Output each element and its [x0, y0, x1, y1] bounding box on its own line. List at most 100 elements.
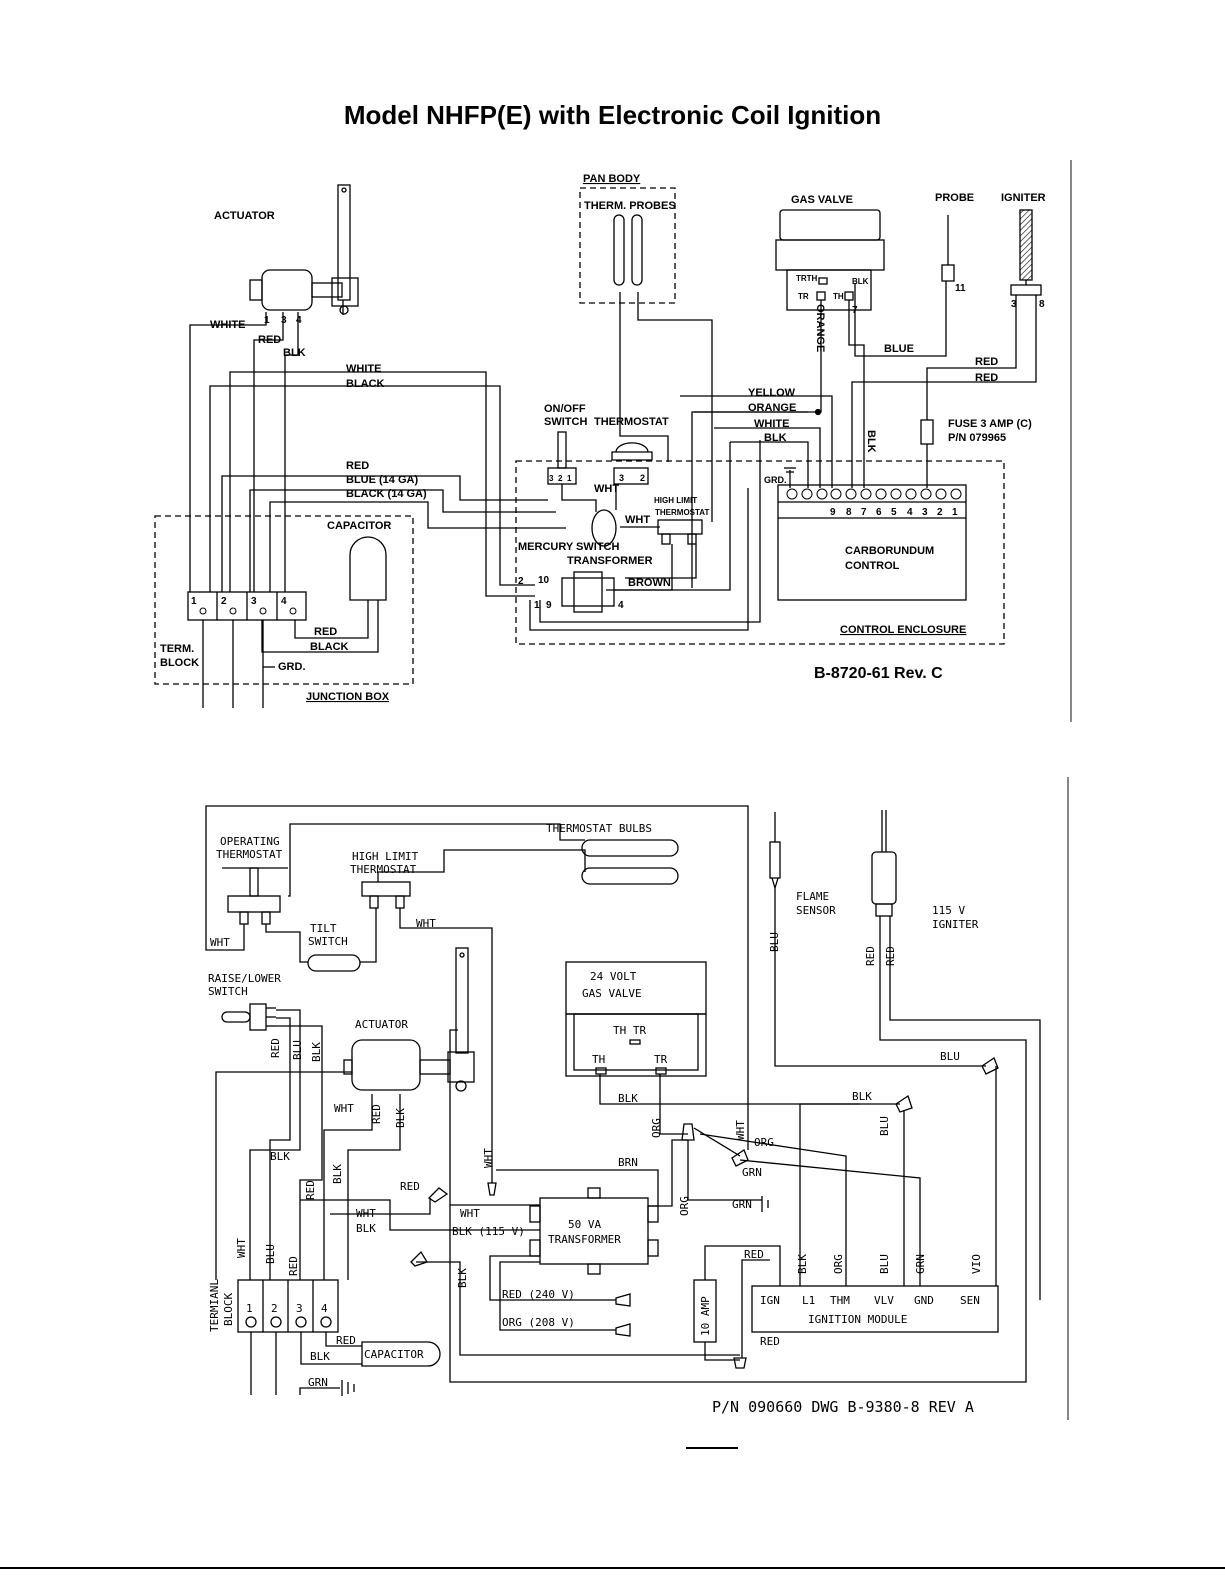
tb2-4: 4	[321, 1302, 328, 1315]
pin-probe-11: 11	[955, 283, 966, 294]
label-control-enclosure: CONTROL ENCLOSURE	[840, 624, 966, 636]
flame-sensor	[769, 812, 781, 891]
label-10-amp: 10 AMP	[699, 1296, 712, 1336]
wire-red-a: RED	[258, 334, 281, 346]
transformer-1	[561, 577, 615, 607]
w2-wht-a: WHT	[210, 936, 230, 949]
ctl-pin-3: 3	[922, 507, 928, 518]
w2-wht-v: WHT	[235, 1238, 248, 1258]
label-actuator-2: ACTUATOR	[355, 1018, 408, 1031]
w2-wht-v3: WHT	[734, 1120, 747, 1140]
pin-ign-8: 8	[1039, 299, 1045, 310]
label-pan-body: PAN BODY	[583, 173, 641, 185]
label-capacitor-2: CAPACITOR	[364, 1348, 424, 1361]
label-on-off-2: SWITCH	[544, 416, 587, 428]
operating-thermostat	[222, 867, 288, 925]
therm-probes-drawing	[613, 214, 643, 286]
pin-tr-1: 1	[534, 600, 540, 611]
w2-org-a: ORG	[754, 1136, 774, 1149]
mod-l1: L1	[802, 1294, 815, 1307]
label-raise-b: SWITCH	[208, 985, 248, 998]
w2-blu-v1: BLU	[291, 1040, 304, 1060]
pin-act-4: 4	[296, 315, 302, 326]
thermostat-bulbs	[581, 839, 679, 885]
w2-blk-v4: BLK	[456, 1268, 469, 1288]
wire-red-d: RED	[975, 356, 998, 368]
actuator-2	[343, 947, 475, 1092]
wire-orange-v: ORANGE	[814, 304, 826, 352]
w2-blu-v2: BLU	[264, 1244, 277, 1264]
label-gv-b: GAS VALVE	[582, 987, 642, 1000]
label-gv-thtr: TH TR	[613, 1024, 646, 1037]
label-transformer-2a: 50 VA	[568, 1218, 601, 1231]
w2-blk-c: BLK	[618, 1092, 638, 1105]
label-flame-a: FLAME	[796, 890, 829, 903]
wire-blk-e: BLK	[764, 432, 787, 444]
transformer-2	[529, 1187, 659, 1275]
label-capacitor-1: CAPACITOR	[327, 520, 391, 532]
tb2-3: 3	[296, 1302, 303, 1315]
w2-wht-b: WHT	[416, 917, 436, 930]
label-mercury-switch: MERCURY SWITCH	[518, 541, 620, 553]
label-gv-tr: TR	[654, 1053, 668, 1066]
mod-ign: IGN	[760, 1294, 780, 1307]
wire-blue-d: BLUE	[884, 343, 914, 355]
w2-red-cap: RED	[336, 1334, 356, 1347]
label-tilt-a: TILT	[310, 922, 337, 935]
w2-vio-v: VIO	[970, 1254, 983, 1274]
w2-blk-e: BLK	[310, 1350, 330, 1363]
tb2-2: 2	[271, 1302, 278, 1315]
label-gv-th: TH	[833, 292, 844, 301]
gas-valve-body	[775, 209, 885, 311]
mod-gnd: GND	[914, 1294, 934, 1307]
w2-grn-b: GRN	[732, 1198, 752, 1211]
w2-red240: RED (240 V)	[502, 1288, 575, 1301]
probe-body	[941, 215, 955, 282]
w2-blk-v2: BLK	[394, 1108, 407, 1128]
w2-blu-v4: BLU	[878, 1116, 891, 1136]
w2-blk-b: BLK	[356, 1222, 376, 1235]
mod-thm: THM	[830, 1294, 850, 1307]
label-gv-blk: BLK	[852, 277, 869, 286]
bottom-rule	[0, 1567, 1225, 1569]
label-term-block-a: TERM.	[160, 643, 194, 655]
raise-lower-switch	[221, 1003, 276, 1031]
label-igniter-2a: 115 V	[932, 904, 965, 917]
pin-onoff-1: 1	[567, 474, 572, 483]
label-carborundum-b: CONTROL	[845, 560, 900, 572]
w2-blk-d: BLK	[852, 1090, 872, 1103]
ctl-pin-2: 2	[937, 507, 943, 518]
w2-blu-v5: BLU	[878, 1254, 891, 1274]
label-high-limit-b: THERMOSTAT	[655, 508, 709, 517]
mod-sen: SEN	[960, 1294, 980, 1307]
label-gas-valve-1: GAS VALVE	[791, 194, 853, 206]
label-carborundum-a: CARBORUNDUM	[845, 545, 934, 557]
w2-red-c: RED	[760, 1335, 780, 1348]
ctl-pin-9: 9	[830, 507, 836, 518]
wire-brown: BROWN	[628, 577, 671, 589]
w2-red-b: RED	[744, 1248, 764, 1261]
wires-2	[205, 805, 1041, 1396]
ctl-pin-7: 7	[861, 507, 867, 518]
high-limit-thermostat-2	[361, 881, 411, 909]
w2-org208: ORG (208 V)	[502, 1316, 575, 1329]
carborundum-control	[777, 484, 967, 601]
tb1-pin-4: 4	[281, 596, 287, 607]
ctl-pin-4: 4	[907, 507, 913, 518]
pin-onoff-3: 3	[549, 474, 554, 483]
pin-tr-10: 10	[538, 575, 550, 586]
wire-red-cap: RED	[314, 626, 337, 638]
capacitor-1	[349, 536, 387, 601]
label-high-limit-a: HIGH LIMIT	[654, 496, 697, 505]
w2-red-v5: RED	[864, 946, 877, 966]
w2-grn-c: GRN	[308, 1376, 328, 1389]
wire-white-b: WHITE	[346, 363, 381, 375]
wire-wht-a: WHT	[594, 483, 619, 495]
label-gv-trth: TRTH	[796, 274, 818, 283]
label-high-limit-2a: HIGH LIMIT	[352, 850, 419, 863]
actuator-body	[249, 184, 359, 315]
pin-thermo-3: 3	[619, 473, 624, 483]
